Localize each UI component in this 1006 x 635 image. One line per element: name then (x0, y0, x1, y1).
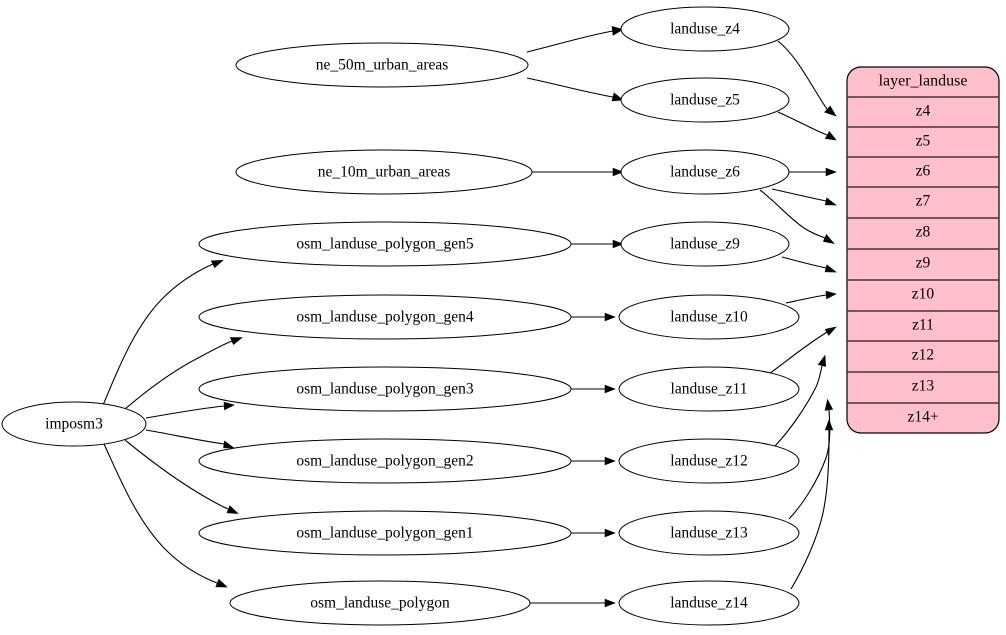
edge-ne50m-to-landuse-z5 (526, 77, 624, 102)
node-osm-landuse-polygon-gen5[interactable]: osm_landuse_polygon_gen5 (198, 221, 572, 267)
edge-imposm3-to-osm-gen5 (102, 259, 224, 406)
node-landuse-z4-label: landuse_z4 (670, 21, 740, 38)
node-osm-landuse-polygon[interactable]: osm_landuse_polygon (229, 580, 531, 626)
node-landuse-z13[interactable]: landuse_z13 (618, 510, 800, 556)
node-imposm3-label: imposm3 (45, 416, 103, 433)
node-landuse-z13-label: landuse_z13 (670, 525, 748, 542)
edge-landuse-z5-to-row-z5 (777, 111, 837, 141)
node-ne-50m-label: ne_50m_urban_areas (316, 57, 449, 74)
node-landuse-z9[interactable]: landuse_z9 (620, 221, 790, 267)
edge-landuse-z6-to-row-z6 (788, 167, 837, 177)
node-osm-landuse-polygon-gen3[interactable]: osm_landuse_polygon_gen3 (198, 366, 572, 412)
edge-landuse-z11-to-row-z11 (765, 326, 837, 377)
node-osm-landuse-polygon-gen1[interactable]: osm_landuse_polygon_gen1 (198, 510, 572, 556)
layer-table-row-z6[interactable]: z6 (916, 163, 931, 180)
layer-table-title: layer_landuse (879, 73, 968, 90)
layer-table-row-z12[interactable]: z12 (912, 347, 934, 364)
edge-landuse-z12-to-row-z12 (774, 354, 827, 447)
edge-osm-base-to-landuse-z14 (530, 598, 616, 608)
node-landuse-z11-label: landuse_z11 (671, 381, 748, 398)
node-landuse-z9-label: landuse_z9 (670, 236, 740, 253)
node-osm-gen5-label: osm_landuse_polygon_gen5 (296, 236, 474, 253)
node-landuse-z12[interactable]: landuse_z12 (618, 438, 800, 484)
edge-landuse-z9-to-row-z9 (781, 256, 837, 273)
edge-imposm3-to-osm-gen4 (124, 337, 243, 410)
node-landuse-z4[interactable]: landuse_z4 (620, 6, 790, 52)
edge-landuse-z4-to-row-z4 (777, 40, 837, 117)
edge-landuse-z14-to-row-z14plus (790, 419, 834, 590)
node-landuse-z12-label: landuse_z12 (670, 453, 747, 470)
layer-table-row-z4[interactable]: z4 (916, 103, 931, 120)
layer-table-row-z11[interactable]: z11 (912, 317, 934, 334)
layer-table-row-z8[interactable]: z8 (916, 224, 931, 241)
edge-imposm3-to-osm-base (103, 443, 228, 588)
edge-imposm3-to-osm-gen2 (145, 429, 235, 449)
edge-osm-gen4-to-landuse-z10 (570, 312, 616, 322)
node-landuse-z14-label: landuse_z14 (670, 595, 748, 612)
node-osm-gen2-label: osm_landuse_polygon_gen2 (296, 453, 473, 470)
layer-landuse-table[interactable]: layer_landuse z4 z5 z6 z7 z8 z9 z10 z11 … (846, 66, 1000, 434)
node-landuse-z11[interactable]: landuse_z11 (618, 366, 800, 412)
node-osm-landuse-polygon-gen2[interactable]: osm_landuse_polygon_gen2 (198, 438, 572, 484)
layer-table-row-z13[interactable]: z13 (912, 378, 935, 395)
edge-landuse-z10-to-row-z10 (785, 290, 837, 304)
edge-ne10m-to-landuse-z6 (532, 167, 624, 177)
node-ne-50m-urban-areas[interactable]: ne_50m_urban_areas (235, 42, 529, 88)
node-osm-gen4-label: osm_landuse_polygon_gen4 (296, 309, 474, 326)
node-osm-base-label: osm_landuse_polygon (310, 595, 450, 612)
node-landuse-z5-label: landuse_z5 (670, 92, 740, 109)
edge-ne50m-to-landuse-z4 (526, 25, 624, 53)
node-osm-gen1-label: osm_landuse_polygon_gen1 (296, 525, 473, 542)
node-osm-gen3-label: osm_landuse_polygon_gen3 (296, 381, 474, 398)
layer-table-row-z5[interactable]: z5 (916, 133, 931, 150)
layer-table-row-z7[interactable]: z7 (916, 193, 931, 210)
node-landuse-z6-label: landuse_z6 (670, 164, 740, 181)
node-landuse-z10-label: landuse_z10 (670, 309, 748, 326)
edge-osm-gen2-to-landuse-z12 (570, 456, 616, 466)
edge-osm-gen5-to-landuse-z9 (570, 239, 624, 249)
node-landuse-z6[interactable]: landuse_z6 (620, 149, 790, 195)
edge-imposm3-to-osm-gen3 (145, 401, 235, 419)
layer-table-row-z10[interactable]: z10 (912, 286, 935, 303)
edge-landuse-z6-to-row-z8 (759, 189, 835, 244)
edge-layer (102, 25, 837, 608)
edge-imposm3-to-osm-gen1 (124, 439, 239, 514)
edge-landuse-z6-to-row-z7 (771, 188, 837, 206)
layer-table-row-z9[interactable]: z9 (916, 255, 931, 272)
node-landuse-z10[interactable]: landuse_z10 (618, 294, 800, 340)
node-ne-10m-label: ne_10m_urban_areas (318, 164, 451, 181)
node-ne-10m-urban-areas[interactable]: ne_10m_urban_areas (235, 149, 533, 195)
layer-table-row-z14plus[interactable]: z14+ (907, 409, 938, 426)
node-landuse-z5[interactable]: landuse_z5 (620, 77, 790, 123)
edge-osm-gen1-to-landuse-z13 (570, 528, 616, 538)
node-imposm3[interactable]: imposm3 (1, 401, 147, 447)
node-landuse-z14[interactable]: landuse_z14 (618, 580, 800, 626)
node-osm-landuse-polygon-gen4[interactable]: osm_landuse_polygon_gen4 (198, 294, 572, 340)
edge-osm-gen3-to-landuse-z11 (570, 384, 616, 394)
